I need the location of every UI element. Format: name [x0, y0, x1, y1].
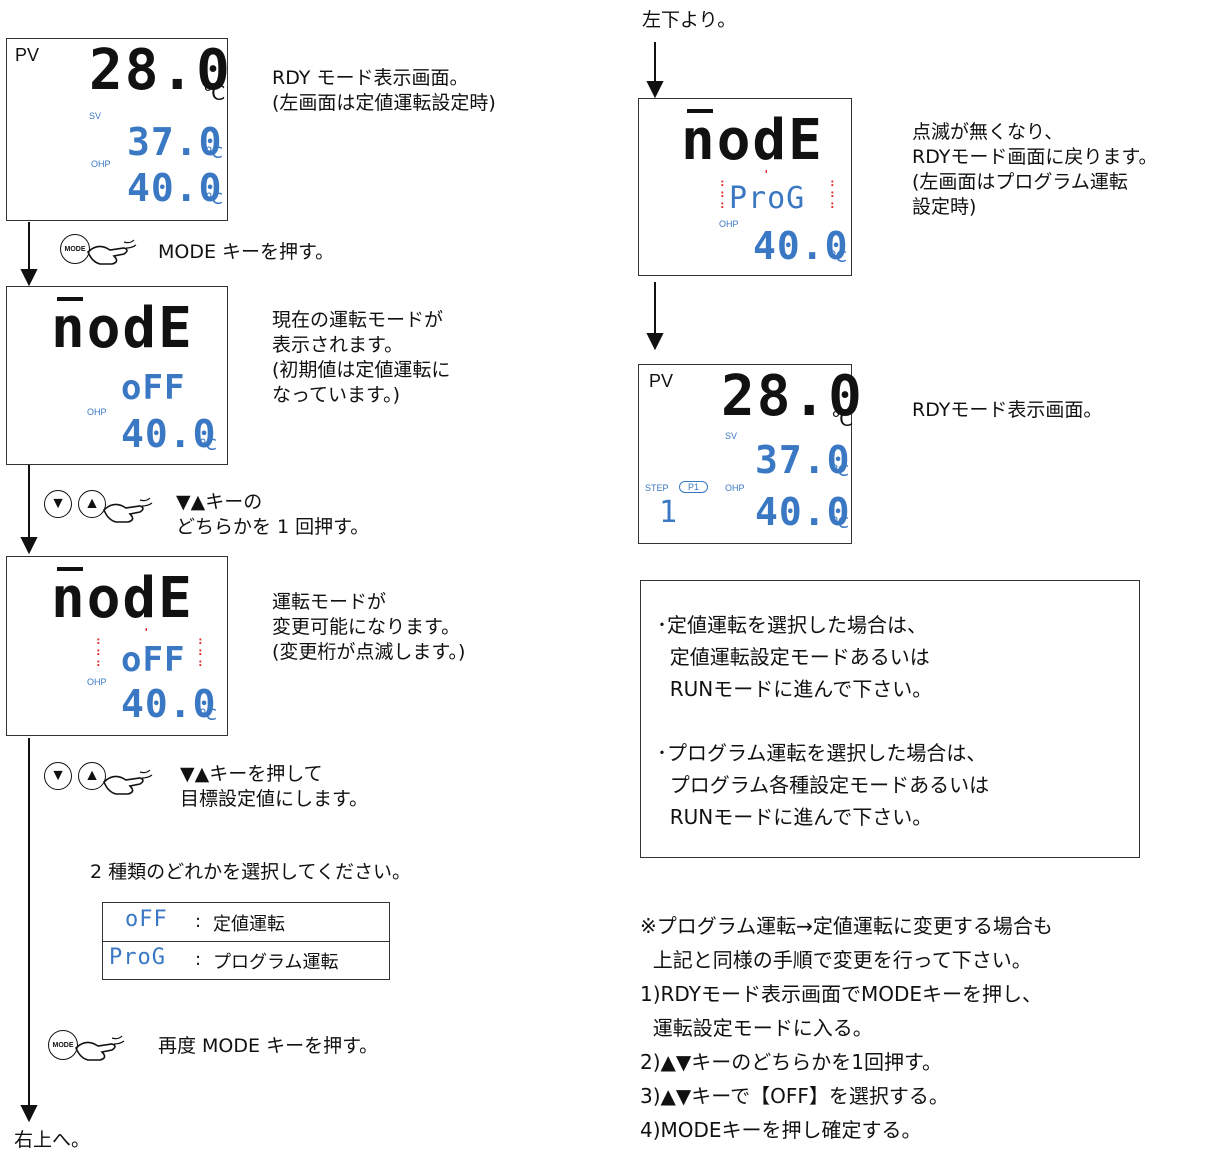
- ohp-label: OHP: [719, 219, 739, 229]
- down-triangle-key-icon[interactable]: ▼: [44, 490, 72, 518]
- down-triangle-key-icon[interactable]: ▼: [44, 762, 72, 790]
- option-table: oFF : 定値運転 ProG : プログラム運転: [102, 902, 390, 980]
- option-row-off: oFF : 定値運転: [103, 903, 389, 942]
- lcd-mode-blink-screen: nodE ::: ' ::: oFF OHP 40.0 ℃: [6, 556, 228, 736]
- blink-marks-left: :::: [95, 634, 102, 669]
- mode-title: nodE: [681, 108, 824, 173]
- ohp-value: 40.0: [755, 490, 851, 534]
- mode-overbar: [687, 109, 713, 113]
- lcd-mode-screen: nodE oFF OHP 40.0 ℃: [6, 286, 228, 465]
- pressing-finger-icon: [103, 769, 153, 795]
- step1-caption: RDY モード表示画面。 (左画面は定値運転設定時): [272, 67, 496, 114]
- up-triangle-key-icon[interactable]: ▲: [78, 762, 106, 790]
- step6-caption: 点滅が無くなり、 RDYモード画面に戻ります。 (左画面はプログラム運転 設定時…: [912, 121, 1158, 218]
- sv-label: SV: [725, 431, 738, 441]
- info-line: ･プログラム運転を選択した場合は、: [657, 741, 987, 765]
- sv-unit: ℃: [831, 463, 849, 480]
- ohp-value: 40.0: [753, 224, 849, 268]
- ohp-unit: ℃: [199, 437, 217, 454]
- pv-value: 28.0: [89, 38, 232, 103]
- info-line: RUNモードに進んで下さい。: [657, 677, 933, 701]
- mode-value: oFF: [121, 640, 186, 680]
- up-triangle-key-icon[interactable]: ▲: [78, 490, 106, 518]
- lcd-mode-prog-screen: nodE ::: ' ::: ProG OHP 40.0 ℃: [638, 98, 852, 276]
- info-box: ･定値運転を選択した場合は、 定値運転設定モードあるいは RUNモードに進んで下…: [640, 580, 1140, 858]
- footnote-line: ※プログラム運転→定値運転に変更する場合も: [640, 914, 1053, 938]
- ohp-label: OHP: [91, 159, 111, 169]
- step3-action: ▼▲キーの どちらかを 1 回押す。: [176, 491, 370, 538]
- footnote-line: 1)RDYモード表示画面でMODEキーを押し、: [640, 982, 1042, 1006]
- step3-caption: 運転モードが 変更可能になります。 (変更桁が点滅します。): [272, 591, 466, 663]
- mode-key-icon[interactable]: MODE: [48, 1030, 78, 1060]
- option-code: oFF: [125, 907, 168, 932]
- blink-marks-right: :::: [829, 176, 836, 211]
- footnote-line: 運転設定モードに入る。: [640, 1016, 873, 1040]
- ohp-label: OHP: [87, 407, 107, 417]
- program-label: P1: [679, 481, 709, 493]
- right-flow-arrows: [646, 42, 664, 351]
- blink-marks-top: ': [143, 626, 150, 639]
- pv-unit: ℃: [203, 83, 226, 105]
- left-flow-arrows: [20, 222, 38, 1123]
- lcd-rdy-prog-screen: PV 28.0 ℃ SV 37.0 ℃ STEP P1 OHP 1 40.0 ℃: [638, 364, 862, 544]
- mode-overbar: [57, 297, 83, 301]
- blink-marks-right: :::: [197, 634, 204, 669]
- from-label: 左下より。: [642, 9, 737, 31]
- sv-value: 37.0: [755, 438, 851, 482]
- ohp-value: 40.0: [121, 412, 217, 456]
- ohp-label: OHP: [725, 483, 745, 493]
- mode-title: nodE: [51, 296, 194, 361]
- step-label: STEP: [645, 483, 669, 493]
- ohp-label: OHP: [87, 677, 107, 687]
- mode-key-icon[interactable]: MODE: [60, 234, 90, 264]
- pressing-finger-icon: [75, 1035, 125, 1061]
- ohp-value: 40.0: [127, 166, 223, 210]
- select-prompt: 2 種類のどれかを選択してください。: [90, 861, 411, 883]
- blink-marks-top: ': [763, 168, 770, 181]
- footnote-line: 3)▲▼キーで【OFF】を選択する。: [640, 1084, 949, 1108]
- mode-value: oFF: [121, 368, 186, 408]
- pv-label: PV: [649, 371, 674, 391]
- ohp-unit: ℃: [831, 515, 849, 532]
- step4-action: ▼▲キーを押して 目標設定値にします。: [180, 763, 369, 810]
- info-line: RUNモードに進んで下さい。: [657, 805, 933, 829]
- ohp-unit: ℃: [205, 191, 223, 208]
- step2-action: MODE キーを押す。: [158, 241, 335, 263]
- pv-value: 28.0: [721, 364, 864, 429]
- option-desc: プログラム運転: [213, 952, 339, 973]
- footnote-line: 2)▲▼キーのどちらかを1回押す。: [640, 1050, 943, 1074]
- ohp-value: 40.0: [121, 682, 217, 726]
- ohp-unit: ℃: [829, 249, 847, 266]
- info-line: ･定値運転を選択した場合は、: [657, 613, 927, 637]
- sv-unit: ℃: [205, 145, 223, 162]
- sv-label: SV: [89, 111, 102, 121]
- footnote-line: 4)MODEキーを押し確定する。: [640, 1118, 922, 1142]
- mode-value: ProG: [729, 181, 806, 216]
- pv-unit: ℃: [831, 409, 854, 431]
- ohp-unit: ℃: [199, 707, 217, 724]
- lcd-rdy-screen: PV 28.0 ℃ SV 37.0 ℃ OHP 40.0 ℃: [6, 38, 230, 221]
- step2-caption: 現在の運転モードが 表示されます。 (初期値は定値運転に なっています。): [272, 309, 451, 406]
- option-separator: :: [195, 911, 202, 932]
- footnote-line: 上記と同様の手順で変更を行って下さい。: [640, 948, 1032, 972]
- goto-label: 右上へ。: [14, 1129, 91, 1151]
- option-code: ProG: [109, 945, 166, 970]
- mode-overbar: [57, 567, 83, 571]
- option-separator: :: [195, 949, 202, 970]
- pressing-finger-icon: [87, 239, 137, 265]
- pressing-finger-icon: [103, 497, 153, 523]
- option-row-prog: ProG : プログラム運転: [103, 941, 389, 979]
- option-desc: 定値運転: [213, 914, 285, 935]
- step5-action: 再度 MODE キーを押す。: [158, 1035, 379, 1057]
- info-line: 定値運転設定モードあるいは: [657, 645, 930, 669]
- pv-label: PV: [15, 45, 40, 65]
- step7-caption: RDYモード表示画面。: [912, 399, 1103, 421]
- sv-value: 37.0: [127, 120, 223, 164]
- mode-title: nodE: [51, 566, 194, 631]
- blink-marks-left: :::: [719, 176, 726, 211]
- info-line: プログラム各種設定モードあるいは: [657, 773, 990, 797]
- step-value: 1: [659, 495, 679, 530]
